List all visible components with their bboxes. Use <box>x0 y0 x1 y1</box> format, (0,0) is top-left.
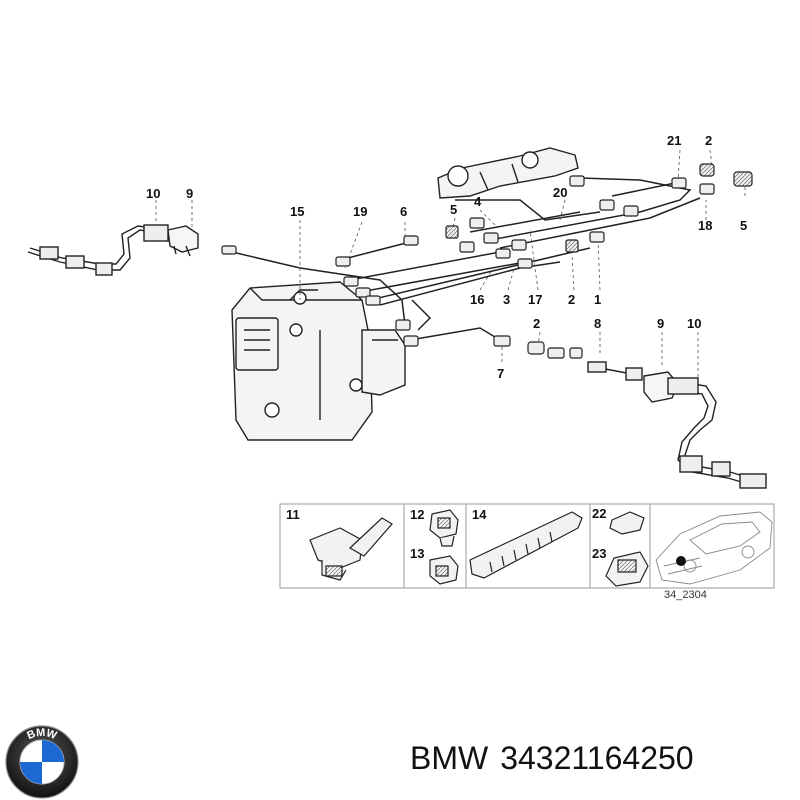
callout-7: 7 <box>497 366 504 381</box>
car-location-sketch <box>655 511 773 585</box>
callout-5-right: 5 <box>740 218 747 233</box>
abs-hydraulic-unit <box>231 281 406 441</box>
callout-23: 23 <box>592 546 606 561</box>
clip-11 <box>309 517 393 581</box>
callout-labels: 10 9 15 19 6 5 4 20 21 2 18 5 16 3 17 2 … <box>146 133 747 601</box>
location-marker-icon <box>676 556 686 566</box>
leader-lines <box>155 149 746 378</box>
diagram-reference-code: 34_2304 <box>664 589 707 601</box>
brake-line-21 <box>611 181 681 197</box>
brake-line-3 <box>359 261 526 293</box>
brake-line-18 <box>489 177 692 241</box>
callout-19: 19 <box>353 204 367 219</box>
callout-2-mid: 2 <box>568 292 575 307</box>
hex-fittings-hatched <box>445 163 753 253</box>
callout-10-right: 10 <box>687 316 701 331</box>
callout-9-right: 9 <box>657 316 664 331</box>
callout-20: 20 <box>553 185 567 200</box>
callout-11: 11 <box>286 507 300 522</box>
callout-5-left: 5 <box>450 202 457 217</box>
master-cylinder <box>437 147 579 199</box>
brake-line-16 <box>349 251 501 281</box>
callout-10-left: 10 <box>146 186 160 201</box>
brake-line-1 <box>499 197 701 249</box>
clip-22 <box>609 511 645 535</box>
callout-1: 1 <box>594 292 601 307</box>
brake-line-15 <box>231 251 406 326</box>
brand-label: BMW <box>410 740 489 776</box>
clip-13 <box>429 555 459 585</box>
callout-13: 13 <box>410 546 424 561</box>
callout-21: 21 <box>667 133 681 148</box>
part-caption: BMW 34321164250 <box>410 740 790 790</box>
brake-line-20 <box>469 211 581 233</box>
callout-14: 14 <box>472 507 487 522</box>
left-brake-hose <box>27 224 199 276</box>
callout-8: 8 <box>594 316 601 331</box>
brake-line-abs <box>411 299 432 331</box>
callout-22: 22 <box>592 506 606 521</box>
clip-23 <box>605 551 649 587</box>
callout-12: 12 <box>410 507 424 522</box>
detail-frame <box>279 503 775 589</box>
logo-letters: BMW <box>25 727 58 742</box>
brake-line-17 <box>369 247 591 301</box>
callout-6: 6 <box>400 204 407 219</box>
callout-2-low: 2 <box>533 316 540 331</box>
callout-9-left: 9 <box>186 186 193 201</box>
svg-text:BMW: BMW <box>25 727 58 742</box>
callout-17: 17 <box>528 292 542 307</box>
right-brake-hose <box>587 361 767 489</box>
callout-18: 18 <box>698 218 712 233</box>
callout-4: 4 <box>474 194 482 209</box>
brake-line-master <box>455 199 601 221</box>
brake-line-19 <box>339 241 411 261</box>
bmw-roundel-icon: BMW <box>5 725 79 799</box>
callout-16: 16 <box>470 292 484 307</box>
holder-14 <box>469 511 583 579</box>
clip-12 <box>429 509 459 547</box>
callout-15: 15 <box>290 204 304 219</box>
callout-3: 3 <box>503 292 510 307</box>
part-number: 34321164250 <box>500 740 694 776</box>
brake-line-7 <box>409 327 501 341</box>
callout-2-top: 2 <box>705 133 712 148</box>
